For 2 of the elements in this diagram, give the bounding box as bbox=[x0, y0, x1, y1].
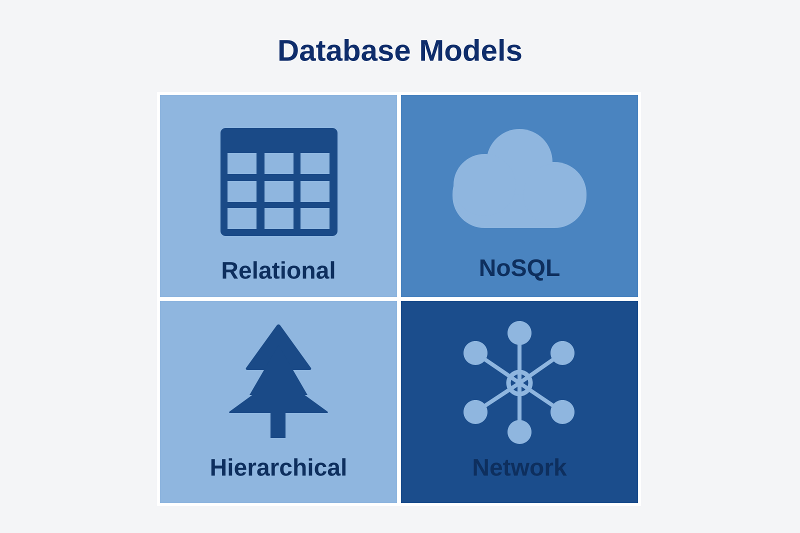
title: Database Models bbox=[279, 38, 522, 62]
model-tile: Hierarchical bbox=[160, 301, 397, 503]
